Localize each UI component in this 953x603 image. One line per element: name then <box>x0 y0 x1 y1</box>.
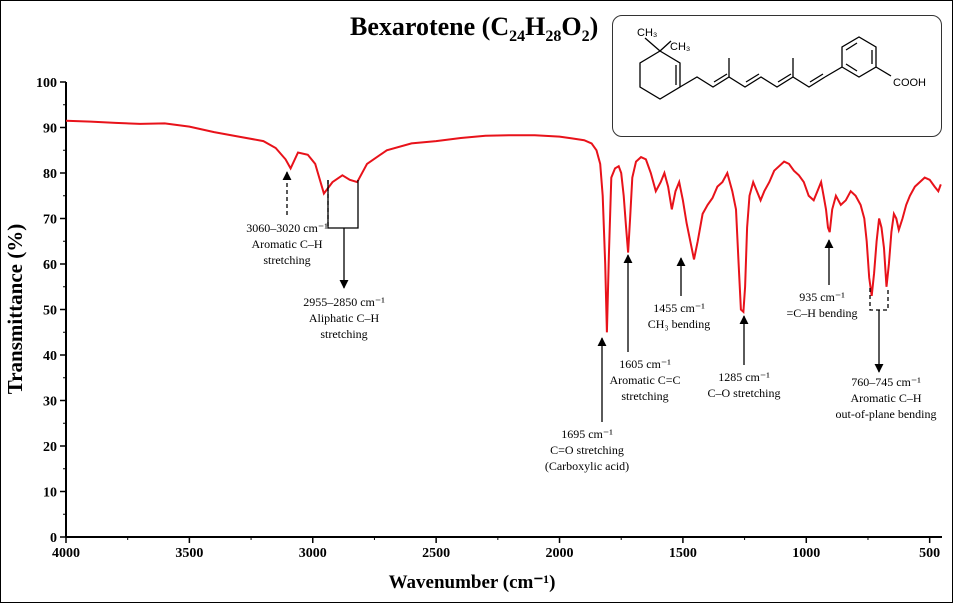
x-tick-label: 1500 <box>669 546 697 561</box>
formula-part: O <box>561 12 582 41</box>
annotation-text: 1695 cm⁻¹ <box>561 427 613 441</box>
formula-part: 2 <box>581 28 590 46</box>
y-tick-label: 50 <box>43 304 57 319</box>
y-tick-label: 0 <box>50 531 57 546</box>
x-tick-label: 1000 <box>792 546 820 561</box>
annotation-text: 3060–3020 cm⁻¹ <box>246 221 328 235</box>
x-tick-label: 3500 <box>175 546 203 561</box>
cyclohexene-ring <box>639 50 681 100</box>
x-tick-label: 3000 <box>299 546 327 561</box>
annotation-5: 1455 cm⁻¹ CH₃ bending <box>648 257 711 331</box>
annotation-text: Aromatic C–H <box>851 391 922 405</box>
x-tick-label: 2500 <box>422 546 450 561</box>
annotation-text: C–O stretching <box>708 386 781 400</box>
y-tick-label: 60 <box>43 258 57 273</box>
annotation-text: C=O stretching <box>550 443 624 457</box>
chain-double-4 <box>809 73 824 83</box>
annotation-2: 2955–2850 cm⁻¹ Aliphatic C–H stretching <box>303 180 385 341</box>
benzene-ring <box>824 36 877 78</box>
chart-title: Bexarotene (C24H28O2) <box>350 12 598 46</box>
annotation-text: stretching <box>621 389 668 403</box>
annotation-text: (Carboxylic acid) <box>545 459 629 473</box>
y-tick-label: 90 <box>43 122 57 137</box>
acid-group-label: COOH <box>893 77 926 89</box>
formula-part: 24 <box>509 28 526 46</box>
annotation-text: CH₃ bending <box>648 317 711 331</box>
title-name: Bexarotene <box>350 12 476 41</box>
x-axis-title: Wavenumber (cm⁻¹) <box>389 572 556 593</box>
methyl-label-2: CH₃ <box>670 41 690 53</box>
y-tick-label: 20 <box>43 440 57 455</box>
formula-part: 28 <box>545 28 562 46</box>
annotation-text: Aromatic C=C <box>609 373 680 387</box>
y-tick-label: 10 <box>43 486 57 501</box>
annotation-text: out-of-plane bending <box>836 407 937 421</box>
annotation-text: =C–H bending <box>786 306 857 320</box>
annotation-8: 760–745 cm⁻¹ Aromatic C–H out-of-plane ben… <box>836 288 937 421</box>
annotation-bracket <box>327 180 359 229</box>
acid-bond <box>875 66 892 77</box>
bexarotene-structure-image: CH₃ CH₃ COOH <box>637 27 926 100</box>
benzene-double-3 <box>845 63 858 72</box>
formula-part: H <box>525 12 546 41</box>
methyl-bond-1 <box>644 37 661 52</box>
formula-part: (C <box>481 12 510 41</box>
ticks: 0 10 20 30 40 50 60 70 80 90 100 4000 3500 3000 2500 20… <box>36 76 940 561</box>
formula-part: ) <box>589 12 599 41</box>
structure-box: CH₃ CH₃ COOH <box>612 15 942 137</box>
chain-double-1 <box>713 73 728 83</box>
x-tick-label: 500 <box>919 546 940 561</box>
y-tick-label: 40 <box>43 349 57 364</box>
x-tick-label: 4000 <box>52 546 80 561</box>
methyl-label-1: CH₃ <box>637 27 657 39</box>
y-axis-title: Transmittance (%) <box>3 224 27 395</box>
annotation-text: 1605 cm⁻¹ <box>619 357 671 371</box>
title-formula: (C24H28O2) <box>481 12 599 45</box>
annotation-text: 1285 cm⁻¹ <box>718 370 770 384</box>
annotation-3: 1695 cm⁻¹ C=O stretching (Carboxylic acid) <box>545 337 629 473</box>
y-tick-label: 100 <box>36 76 57 91</box>
annotation-text: 1455 cm⁻¹ <box>653 301 705 315</box>
annotation-1: 3060–3020 cm⁻¹ Aromatic C–H stretching <box>246 171 328 267</box>
annotation-text: stretching <box>320 327 367 341</box>
annotation-text: 760–745 cm⁻¹ <box>851 375 921 389</box>
annotation-text: 2955–2850 cm⁻¹ <box>303 295 385 309</box>
annotation-text: Aliphatic C–H <box>309 311 380 325</box>
y-tick-label: 70 <box>43 213 57 228</box>
spectrum-line <box>65 119 942 333</box>
annotation-text: stretching <box>263 253 310 267</box>
annotation-7: 935 cm⁻¹ =C–H bending <box>786 239 858 320</box>
annotation-6: 1285 cm⁻¹ C–O stretching <box>708 315 781 400</box>
y-tick-label: 30 <box>43 395 57 410</box>
chain-double-3 <box>777 73 792 83</box>
annotation-bracket <box>869 288 889 311</box>
polyene-chain <box>679 76 826 88</box>
annotation-4: 1605 cm⁻¹ Aromatic C=C stretching <box>609 254 681 403</box>
chain-double-2 <box>745 73 760 83</box>
x-tick-label: 2000 <box>546 546 574 561</box>
annotation-text: 935 cm⁻¹ <box>799 290 845 304</box>
methyl-bond-2 <box>659 40 672 52</box>
benzene-double-1 <box>845 42 858 51</box>
y-tick-label: 80 <box>43 167 57 182</box>
annotation-text: Aromatic C–H <box>252 237 323 251</box>
